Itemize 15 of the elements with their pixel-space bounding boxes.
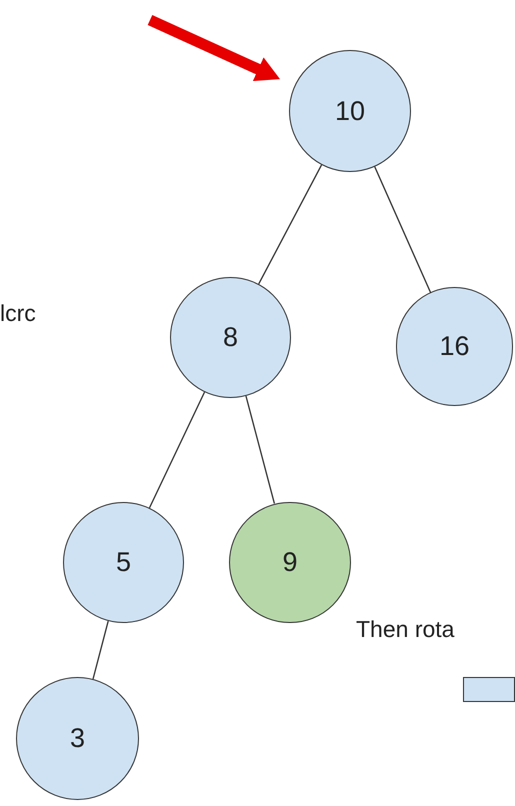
connector-line — [245, 396, 276, 504]
connector-line — [92, 620, 109, 680]
node-value: 9 — [282, 546, 298, 580]
box-shape — [463, 677, 515, 702]
note-text: Then rota — [356, 615, 454, 644]
connector-line — [258, 164, 322, 284]
node-value: 10 — [334, 94, 366, 128]
node-value: 5 — [116, 546, 132, 580]
node-value: 16 — [439, 330, 470, 364]
node-value: 8 — [222, 321, 238, 354]
node-value: 3 — [70, 722, 86, 756]
connector-line — [148, 392, 206, 508]
connector-line — [374, 166, 432, 294]
note-text: lcrc — [0, 299, 36, 328]
arrow — [148, 15, 280, 82]
